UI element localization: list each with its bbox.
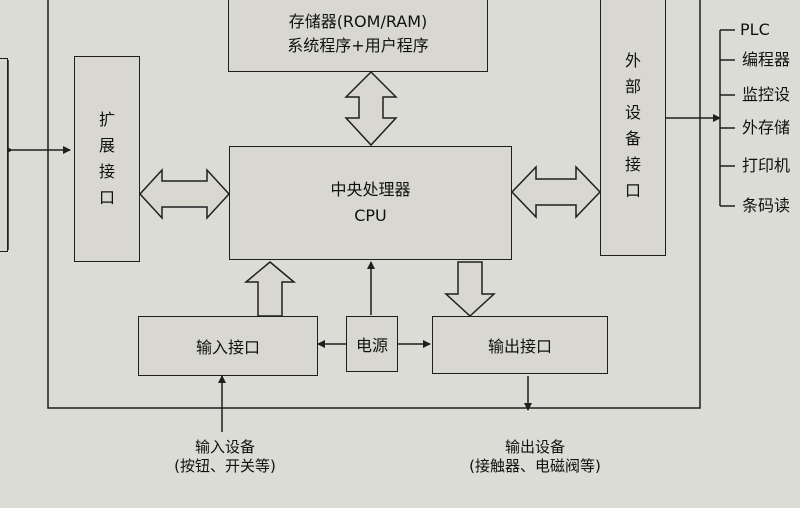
- expansion-port-char: 展: [98, 136, 115, 155]
- cpu-external-bus-arrow: [510, 165, 602, 219]
- input-device-examples: (按钮、开关等): [174, 456, 276, 475]
- external-port-char: 备: [624, 129, 641, 148]
- memory-label: 存储器(ROM/RAM): [288, 12, 428, 31]
- expansion-port-box: 扩 展 接 口: [74, 56, 140, 262]
- peripheral-item: 监控设: [742, 85, 791, 104]
- power-label: 电源: [355, 336, 388, 355]
- main-frame: [47, 0, 701, 409]
- peripheral-item: 外存储: [742, 118, 791, 137]
- memory-cpu-bus-arrow: [344, 70, 398, 147]
- output-device-label: 输出设备: [504, 438, 565, 456]
- cpu-sublabel: CPU: [354, 206, 387, 225]
- input-to-cpu-arrow: [243, 261, 297, 317]
- output-device-caption: 输出设备 (接触器、电磁阀等): [440, 438, 630, 476]
- input-device-caption: 输入设备 (按钮、开关等): [150, 438, 300, 476]
- peripheral-item: 条码读: [742, 196, 791, 215]
- external-port-char: 口: [624, 181, 641, 200]
- cpu-to-output-arrow: [444, 261, 496, 318]
- expansion-port-char: 口: [98, 188, 115, 207]
- memory-sublabel: 系统程序+用户程序: [287, 36, 429, 55]
- expansion-cpu-bus-arrow: [138, 168, 231, 220]
- external-port-char: 部: [624, 77, 641, 96]
- cpu-box: 中央处理器 CPU: [229, 146, 512, 260]
- output-port-box: 输出接口: [432, 316, 608, 374]
- memory-box: 存储器(ROM/RAM) 系统程序+用户程序: [228, 0, 488, 72]
- expansion-port-char: 接: [98, 162, 115, 181]
- external-port-char: 外: [624, 51, 641, 70]
- peripheral-item: 编程器: [742, 50, 791, 69]
- power-box: 电源: [346, 316, 398, 372]
- external-device-port-box: 外 部 设 备 接 口: [600, 0, 666, 256]
- input-port-box: 输入接口: [138, 316, 318, 376]
- input-port-label: 输入接口: [195, 338, 260, 357]
- left-stub-box: [0, 58, 8, 252]
- input-device-label: 输入设备: [194, 438, 255, 456]
- peripheral-item: 打印机: [742, 156, 791, 175]
- cpu-label: 中央处理器: [330, 180, 411, 199]
- output-port-label: 输出接口: [487, 337, 552, 356]
- expansion-port-char: 扩: [98, 110, 115, 129]
- peripheral-item: PLC: [740, 20, 770, 39]
- external-port-char: 接: [624, 155, 641, 174]
- output-device-examples: (接触器、电磁阀等): [469, 456, 601, 475]
- external-port-char: 设: [624, 103, 641, 122]
